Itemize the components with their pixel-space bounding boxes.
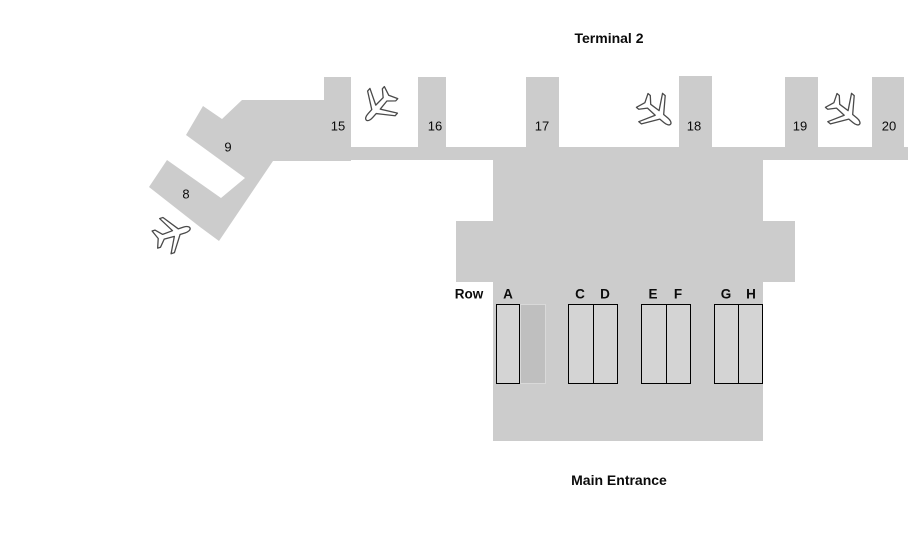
row-label-e: E: [648, 286, 658, 302]
gate-label-8: 8: [182, 186, 190, 202]
checkin-desk-row-a: [496, 304, 520, 384]
checkin-desk-row-g: [715, 305, 738, 383]
gate-label-17: 17: [534, 118, 550, 134]
row-label-h: H: [746, 286, 756, 302]
airplane-icon: [635, 92, 672, 126]
row-header-label: Row: [454, 286, 484, 302]
gate-pier-16: [418, 77, 446, 148]
terminal-building-mid: [456, 221, 795, 282]
checkin-desk-row-c: [569, 305, 593, 383]
row-label-d: D: [600, 286, 610, 302]
main-entrance-label: Main Entrance: [571, 472, 667, 488]
diagonal-concourse: [149, 100, 351, 241]
checkin-desk-row-b-closed: [520, 304, 546, 384]
airplane-icon: [364, 85, 399, 122]
gate-label-9: 9: [224, 139, 232, 155]
row-label-g: G: [720, 286, 732, 302]
airplane-icon: [824, 92, 861, 126]
row-label-f: F: [673, 286, 683, 302]
terminal-building-upper: [493, 160, 763, 222]
airplane-icon: [151, 216, 191, 255]
gate-pier-17: [526, 77, 559, 148]
checkin-desk-row-h: [738, 305, 762, 383]
row-label-c: C: [575, 286, 585, 302]
checkin-desk-rows-c-d: [568, 304, 618, 384]
page-title: Terminal 2: [574, 30, 644, 46]
gate-pier-15: [324, 77, 351, 102]
gate-label-15: 15: [330, 118, 346, 134]
concourse-band: [300, 147, 908, 160]
gate-label-18: 18: [686, 118, 702, 134]
gate-pier-19: [785, 77, 818, 148]
gate-label-20: 20: [881, 118, 897, 134]
gate-pier-18: [679, 76, 712, 148]
checkin-desk-rows-e-f: [641, 304, 691, 384]
row-label-a: A: [503, 286, 513, 302]
gate-label-16: 16: [427, 118, 443, 134]
checkin-desk-row-d: [592, 305, 617, 383]
gate-pier-20: [872, 77, 904, 148]
checkin-desk-row-e: [642, 305, 666, 383]
gate-label-19: 19: [792, 118, 808, 134]
checkin-desk-rows-g-h: [714, 304, 763, 384]
checkin-desk-row-f: [665, 305, 690, 383]
